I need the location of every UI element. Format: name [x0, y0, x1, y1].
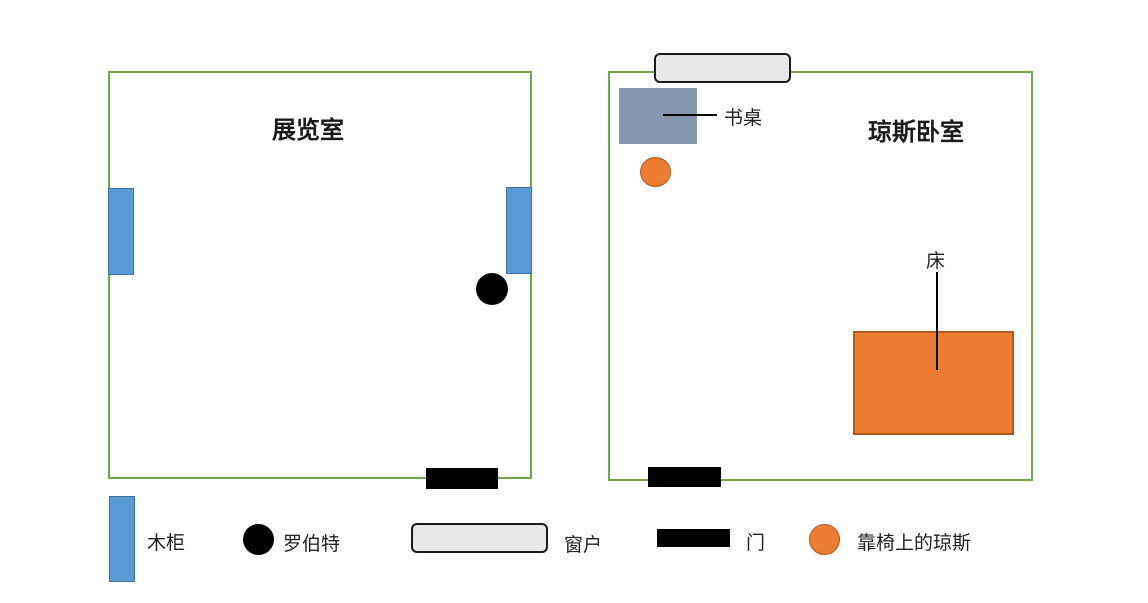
legend-door-swatch [657, 529, 730, 547]
exhibition-room [108, 71, 532, 479]
bedroom-window [654, 53, 791, 83]
cabinet-left-wall [108, 188, 134, 275]
legend-cabinet-swatch [109, 496, 135, 582]
bed-label: 床 [926, 250, 946, 272]
desk-label: 书桌 [724, 107, 763, 129]
bedroom-door [648, 467, 721, 487]
jones-marker [640, 157, 671, 187]
robert-marker [476, 273, 508, 305]
desk-leader-line [663, 114, 717, 116]
legend-window-swatch [411, 523, 548, 553]
exhibition-room-title: 展览室 [272, 116, 344, 144]
legend-robert-swatch [243, 524, 274, 555]
exhibition-room-door [426, 468, 498, 489]
legend-robert-label: 罗伯特 [283, 533, 341, 555]
bed [853, 331, 1014, 435]
legend-jones-label: 靠椅上的琼斯 [857, 532, 972, 554]
desk [619, 88, 697, 144]
legend-jones-swatch [809, 524, 840, 555]
bed-leader-line [936, 272, 938, 370]
legend-window-label: 窗户 [564, 534, 603, 556]
cabinet-right-wall [506, 187, 532, 274]
legend-cabinet-label: 木柜 [147, 532, 186, 554]
legend-door-label: 门 [746, 532, 766, 554]
bedroom-title: 琼斯卧室 [868, 118, 964, 146]
